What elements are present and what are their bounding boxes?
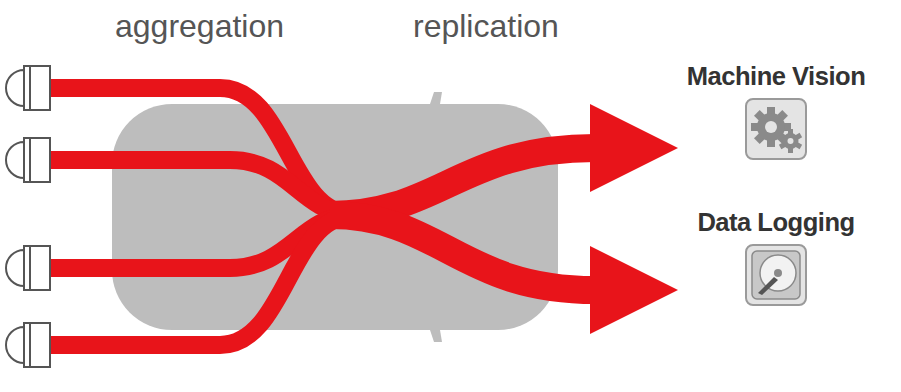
output-target: Data Logging <box>660 208 892 307</box>
gear-icon <box>744 97 808 161</box>
data-bands <box>50 88 350 345</box>
target-title: Data Logging <box>660 208 892 237</box>
arrow-head <box>590 246 678 334</box>
target-title: Machine Vision <box>660 62 892 91</box>
stage-label: replication <box>413 8 559 45</box>
car-mirror <box>430 330 442 342</box>
output-target: Machine Vision <box>660 62 892 161</box>
replicated-bands <box>330 148 595 290</box>
arrow-head <box>590 104 678 192</box>
stage-label: aggregation <box>115 8 284 45</box>
cameras <box>6 66 50 367</box>
hard-drive-icon <box>744 243 808 307</box>
car-mirror <box>430 92 442 104</box>
